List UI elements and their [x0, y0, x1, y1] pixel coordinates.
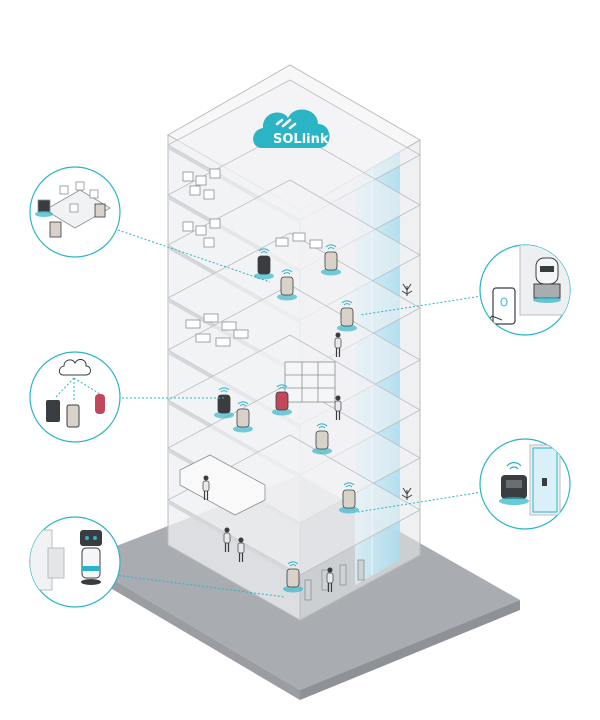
callout-reception — [29, 516, 121, 608]
robot-icon — [312, 423, 332, 455]
person-icon — [223, 527, 231, 552]
person-icon — [237, 537, 245, 562]
plant-icon — [401, 283, 413, 500]
robot-icon — [283, 561, 303, 593]
callout-meeting-room — [29, 166, 121, 258]
person-icon — [326, 567, 334, 592]
robot-icon — [233, 401, 253, 433]
person-icon — [334, 332, 342, 357]
robot-icon — [339, 482, 359, 514]
connector-lines — [114, 229, 483, 598]
person-icon — [334, 395, 342, 420]
cloud-logo: SOLlink — [253, 109, 330, 148]
robot-icon — [321, 244, 341, 276]
floor-edge — [168, 500, 300, 579]
floor-slabs — [167, 79, 421, 579]
logo-text: SOLlink — [273, 132, 329, 147]
callout-phone-elevator — [479, 244, 571, 336]
robot-icon — [272, 384, 292, 416]
furniture — [179, 168, 365, 601]
person-icon — [202, 475, 210, 500]
callout-cloud-network — [29, 351, 121, 443]
robot-icon — [277, 269, 297, 301]
logo-mark-icon — [275, 118, 297, 130]
people — [202, 332, 342, 592]
robot-icon — [214, 387, 234, 419]
callout-elevator-delivery — [479, 438, 571, 530]
robot-icon — [337, 300, 357, 332]
